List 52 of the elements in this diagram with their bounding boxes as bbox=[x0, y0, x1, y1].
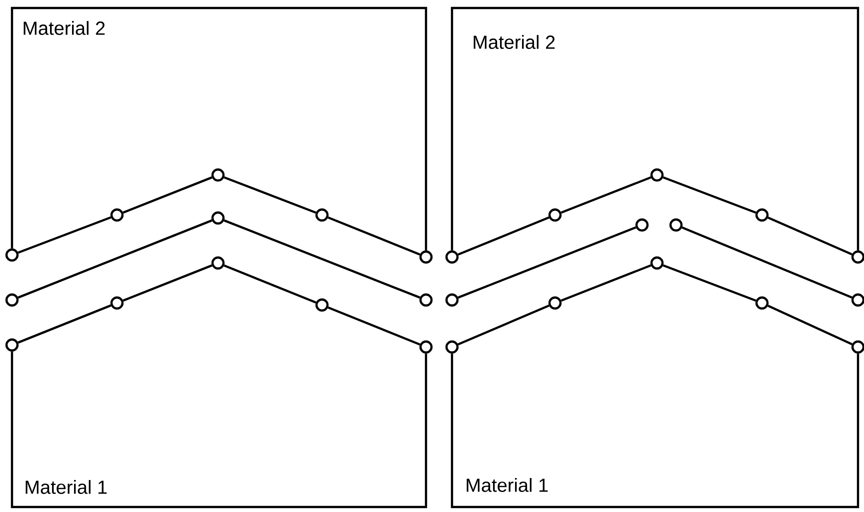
connector-line bbox=[224, 264, 316, 304]
connector-line bbox=[18, 304, 112, 344]
connector-line bbox=[122, 176, 212, 214]
junction-circle bbox=[650, 168, 664, 182]
junction-circle bbox=[669, 218, 683, 232]
connector-line bbox=[224, 176, 316, 214]
connector-line bbox=[682, 226, 852, 298]
junction-circle bbox=[650, 256, 664, 270]
junction-circle bbox=[548, 296, 562, 310]
outline bbox=[10, 6, 428, 250]
junction-circle bbox=[635, 218, 649, 232]
junction-circle bbox=[5, 293, 19, 307]
connector-line bbox=[560, 264, 652, 302]
junction-circle bbox=[211, 168, 225, 182]
connector-line bbox=[458, 304, 550, 346]
connector-line bbox=[18, 216, 112, 254]
junction-circle bbox=[755, 296, 769, 310]
junction-circle bbox=[5, 338, 19, 352]
connector-line bbox=[328, 306, 420, 346]
connector-line bbox=[224, 219, 420, 299]
junction-circle bbox=[315, 298, 329, 312]
connector-line bbox=[662, 264, 756, 302]
outline bbox=[450, 6, 860, 250]
junction-circle bbox=[445, 250, 459, 264]
material-label: Material 2 bbox=[24, 21, 105, 35]
junction-circle bbox=[315, 208, 329, 222]
outline bbox=[450, 354, 860, 508]
material-label: Material 2 bbox=[474, 35, 555, 49]
material-label: Material 1 bbox=[26, 480, 107, 494]
junction-circle bbox=[419, 293, 433, 307]
connector-line bbox=[662, 176, 756, 214]
connector-line bbox=[458, 226, 636, 299]
junction-circle bbox=[445, 293, 459, 307]
junction-circle bbox=[5, 248, 19, 262]
connector-line bbox=[458, 216, 550, 256]
connector-line bbox=[768, 304, 852, 346]
connector-line bbox=[768, 216, 852, 256]
junction-circle bbox=[110, 296, 124, 310]
junction-circle bbox=[110, 208, 124, 222]
junction-circle bbox=[211, 211, 225, 225]
junction-circle bbox=[548, 208, 562, 222]
junction-circle bbox=[755, 208, 769, 222]
connector-line bbox=[328, 216, 420, 256]
connector-line bbox=[122, 264, 212, 302]
junction-circle bbox=[419, 250, 433, 264]
junction-circle bbox=[211, 256, 225, 270]
connector-line bbox=[560, 176, 652, 214]
junction-circle bbox=[419, 340, 433, 354]
connector-line bbox=[18, 219, 212, 299]
outline bbox=[10, 352, 428, 508]
junction-circle bbox=[445, 340, 459, 354]
material-label: Material 1 bbox=[466, 478, 548, 492]
